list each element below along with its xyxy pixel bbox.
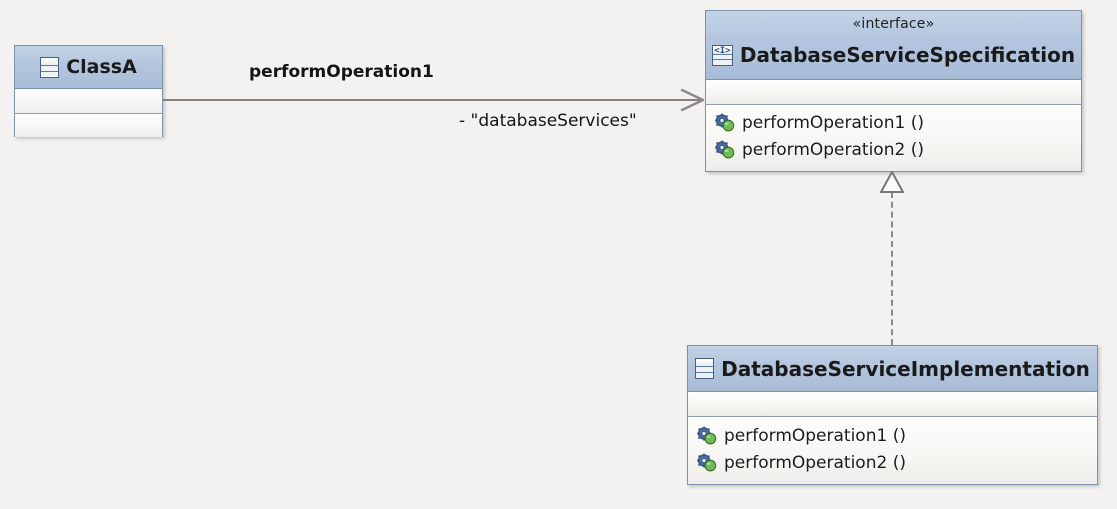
association-label-above: performOperation1 xyxy=(249,62,434,82)
implementation-header: DatabaseServiceImplementation xyxy=(688,346,1097,392)
interface-header: «interface» <I> DatabaseServiceSpecifica… xyxy=(706,11,1081,80)
operation-row[interactable]: performOperation1 () xyxy=(688,422,1097,449)
interface-stereotype: «interface» xyxy=(852,16,935,32)
interface-attributes-compartment xyxy=(706,80,1081,105)
interface-title: DatabaseServiceSpecification xyxy=(739,43,1076,67)
operation-row[interactable]: performOperation1 () xyxy=(706,109,1081,136)
operation-label: performOperation2 () xyxy=(742,139,924,160)
class-a-title: ClassA xyxy=(66,56,137,78)
realization-line xyxy=(891,192,893,345)
implementation-attributes-compartment xyxy=(688,392,1097,417)
association-label-below: - "databaseServices" xyxy=(459,111,637,131)
operation-label: performOperation2 () xyxy=(724,452,906,473)
class-box-database-service-implementation[interactable]: DatabaseServiceImplementation xyxy=(687,345,1098,485)
implementation-title: DatabaseServiceImplementation xyxy=(721,356,1090,381)
class-icon xyxy=(695,358,715,379)
operation-row[interactable]: performOperation2 () xyxy=(706,136,1081,163)
operation-icon xyxy=(714,140,735,159)
class-a-header: ClassA xyxy=(15,46,162,89)
operation-label: performOperation1 () xyxy=(724,425,906,446)
class-a-attributes-compartment xyxy=(15,89,162,114)
interface-operations-compartment: performOperation1 () xyxy=(706,105,1081,171)
interface-box-database-service-specification[interactable]: «interface» <I> DatabaseServiceSpecifica… xyxy=(705,10,1082,172)
operation-icon xyxy=(714,113,735,132)
interface-icon: <I> xyxy=(711,44,733,66)
operation-icon xyxy=(696,426,717,445)
class-a-operations-compartment xyxy=(15,114,162,137)
association-arrowhead xyxy=(680,88,705,112)
operation-row[interactable]: performOperation2 () xyxy=(688,449,1097,476)
class-box-class-a[interactable]: ClassA xyxy=(14,45,163,137)
class-icon xyxy=(40,56,60,78)
association-line xyxy=(163,99,700,101)
operation-label: performOperation1 () xyxy=(742,112,924,133)
implementation-operations-compartment: performOperation1 () xyxy=(688,417,1097,484)
operation-icon xyxy=(696,453,717,472)
realization-triangle-arrowhead xyxy=(880,171,904,193)
